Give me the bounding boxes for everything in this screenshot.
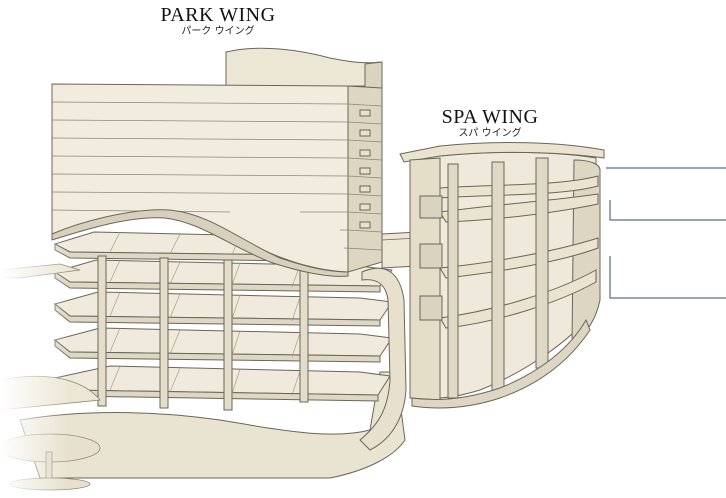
- spa-wing-name: SPA WING: [441, 106, 539, 128]
- spa-wing: [399, 142, 605, 409]
- park-wing-label: PARK WING パーク ウイング: [138, 4, 298, 38]
- spa-wing-label: SPA WING スパ ウイング: [420, 106, 560, 140]
- spa-wing-name-ja: スパ ウイング: [458, 128, 522, 139]
- callout-leader-2: [609, 200, 726, 221]
- callout-leaders: [606, 167, 726, 299]
- park-wing-tower: [51, 47, 383, 277]
- park-wing-name: PARK WING: [160, 4, 276, 26]
- park-wing-name-ja: パーク ウイング: [181, 26, 255, 37]
- callout-leader-3: [609, 256, 726, 299]
